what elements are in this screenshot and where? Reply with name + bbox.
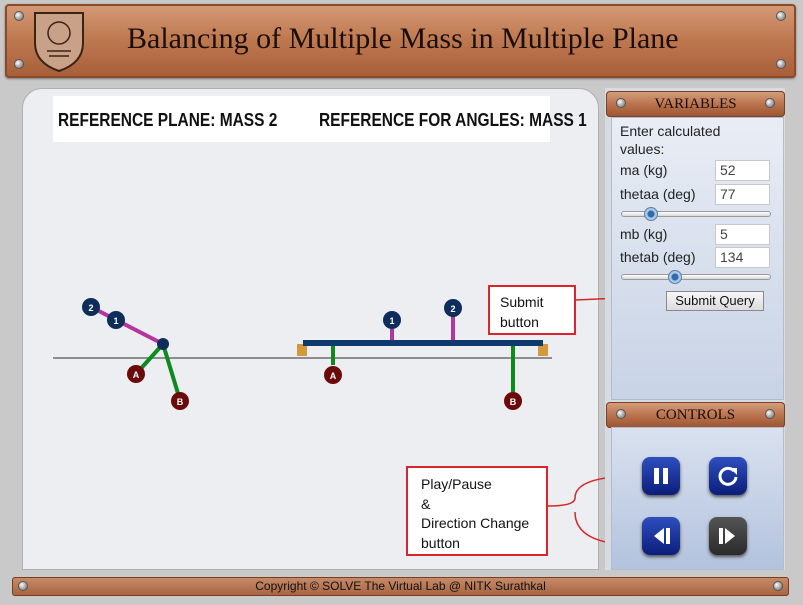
ma-label: ma (kg) <box>620 162 668 178</box>
reverse-direction-button[interactable] <box>642 517 680 555</box>
screw-icon <box>765 409 775 419</box>
instruction-text: Enter calculated <box>620 123 721 139</box>
submit-annotation-line: button <box>500 314 539 330</box>
screw-icon <box>14 59 24 69</box>
thetab-slider-knob[interactable] <box>668 270 682 284</box>
mb-input[interactable]: 5 <box>715 224 770 245</box>
variables-header: VARIABLES <box>606 91 785 117</box>
footer-bar: Copyright © SOLVE The Virtual Lab @ NITK… <box>12 577 789 596</box>
submit-annotation-line: Submit <box>500 294 544 310</box>
submit-annotation: Submit button <box>488 285 576 335</box>
screw-icon <box>616 409 626 419</box>
institute-logo-icon <box>34 12 84 73</box>
screw-icon <box>18 581 28 591</box>
copyright-text: Copyright © SOLVE The Virtual Lab @ NITK… <box>255 579 546 593</box>
playpause-annotation-line: & <box>421 496 431 512</box>
instruction-text: values: <box>620 141 665 157</box>
thetab-label: thetab (deg) <box>620 249 696 265</box>
screw-icon <box>14 11 24 21</box>
thetaa-input[interactable]: 77 <box>715 184 770 205</box>
variables-title: VARIABLES <box>654 96 737 112</box>
ma-input[interactable]: 52 <box>715 160 770 181</box>
reference-angles-label: REFERENCE FOR ANGLES: MASS 1 <box>319 110 587 130</box>
thetaa-label: thetaa (deg) <box>620 186 696 202</box>
playpause-annotation: Play/Pause & Direction Change button <box>406 466 548 556</box>
submit-query-button[interactable]: Submit Query <box>666 291 764 311</box>
playpause-annotation-line: Play/Pause <box>421 476 492 492</box>
thetab-slider[interactable] <box>621 274 771 280</box>
reference-plane-label: REFERENCE PLANE: MASS 2 <box>58 110 278 130</box>
screw-icon <box>776 59 786 69</box>
step-forward-icon <box>719 528 735 544</box>
controls-header: CONTROLS <box>606 402 785 428</box>
thetaa-slider-knob[interactable] <box>644 207 658 221</box>
thetaa-slider[interactable] <box>621 211 771 217</box>
reset-button[interactable] <box>709 457 747 495</box>
controls-panel <box>611 427 784 570</box>
controls-title: CONTROLS <box>655 407 736 423</box>
thetab-input[interactable]: 134 <box>715 247 770 268</box>
reference-label-bar <box>53 96 550 142</box>
forward-direction-button[interactable] <box>709 517 747 555</box>
play-pause-button[interactable] <box>642 457 680 495</box>
pause-icon <box>654 468 668 484</box>
screw-icon <box>773 581 783 591</box>
page-title: Balancing of Multiple Mass in Multiple P… <box>127 22 679 55</box>
step-back-icon <box>654 528 670 544</box>
screw-icon <box>776 11 786 21</box>
header-banner: Balancing of Multiple Mass in Multiple P… <box>5 4 796 78</box>
screw-icon <box>765 98 775 108</box>
playpause-annotation-line: Direction Change <box>421 515 530 531</box>
playpause-annotation-line: button <box>421 535 460 551</box>
reload-icon <box>718 466 738 486</box>
mb-label: mb (kg) <box>620 226 668 242</box>
screw-icon <box>616 98 626 108</box>
